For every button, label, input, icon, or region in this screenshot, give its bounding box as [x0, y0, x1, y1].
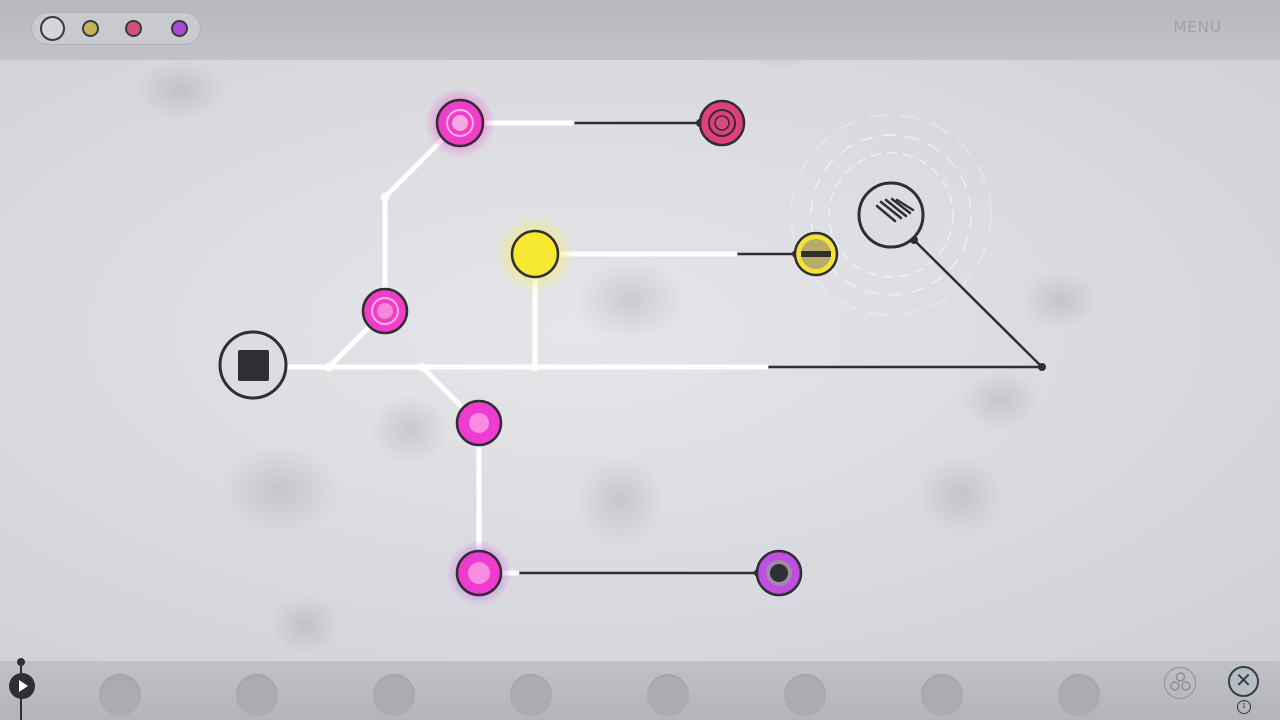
share-icon [1169, 672, 1191, 691]
active-wires [283, 120, 769, 576]
inactive-wires [513, 121, 1044, 575]
color-selector [31, 12, 201, 45]
pink-node-top[interactable] [425, 88, 495, 158]
inventory-slot-6[interactable] [784, 674, 826, 716]
inventory-slot-5[interactable] [647, 674, 689, 716]
color-swatch-pink[interactable] [125, 20, 142, 37]
menu-button[interactable]: MENU [1173, 18, 1222, 36]
target-purple[interactable] [755, 549, 803, 597]
circuit-board [135, 60, 1100, 655]
share-button[interactable] [1164, 667, 1196, 699]
bar-icon [801, 251, 831, 257]
inventory-slot-7[interactable] [921, 674, 963, 716]
square-stop-icon [238, 350, 269, 381]
info-icon[interactable]: i [1237, 700, 1251, 714]
target-crimson[interactable] [698, 99, 746, 147]
color-swatch-white[interactable] [40, 16, 65, 41]
source-node[interactable] [218, 330, 288, 400]
close-button[interactable]: ✕ [1228, 666, 1259, 697]
target-yellow[interactable] [793, 231, 839, 277]
double-ring-icon [708, 109, 736, 137]
pink-node-bottom[interactable] [446, 540, 512, 606]
inventory-slot-4[interactable] [510, 674, 552, 716]
close-icon: ✕ [1235, 668, 1252, 692]
playfield [0, 60, 1280, 661]
pink-node-lower[interactable] [455, 399, 503, 447]
background-blobs [135, 60, 1100, 655]
top-bar: MENU [0, 0, 1280, 60]
hatched-icon [875, 197, 915, 223]
active-joints [324, 192, 540, 372]
color-swatch-yellow[interactable] [82, 20, 99, 37]
pink-node-middle[interactable] [361, 287, 409, 335]
yellow-node[interactable] [495, 214, 575, 294]
target-aura [790, 114, 992, 316]
inventory-slot-1[interactable] [99, 674, 141, 716]
inventory-slot-3[interactable] [373, 674, 415, 716]
dot-icon [770, 564, 788, 582]
bottom-bar: ✕ i [0, 658, 1280, 720]
timeline-knob[interactable] [17, 658, 25, 666]
play-button[interactable] [9, 673, 35, 699]
inventory-slot-2[interactable] [236, 674, 278, 716]
target-hatched[interactable] [857, 181, 925, 249]
inventory-slot-8[interactable] [1058, 674, 1100, 716]
color-swatch-purple[interactable] [171, 20, 188, 37]
